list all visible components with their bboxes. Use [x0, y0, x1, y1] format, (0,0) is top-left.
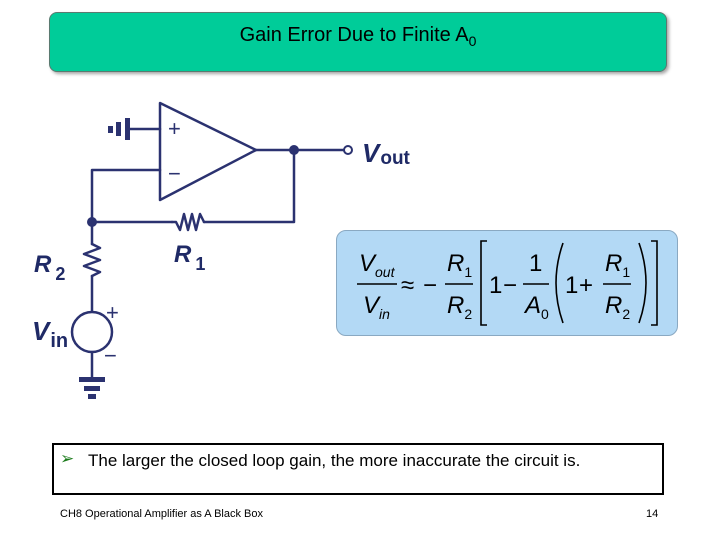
eq-r1-inner-numerator: R1 [605, 250, 630, 280]
vout-label: Vout [362, 138, 411, 169]
eq-minus-sign: − [503, 272, 517, 299]
bullet-arrow-icon: ➢ [60, 449, 75, 469]
eq-right-paren [638, 242, 647, 324]
note-box: ➢ The larger the closed loop gain, the m… [52, 443, 664, 495]
ground-symbol-bottom [79, 377, 105, 399]
r2-resistor [82, 242, 102, 278]
eq-one-over-numerator: 1 [529, 250, 542, 277]
eq-lhs-denominator: Vin [363, 292, 390, 322]
eq-left-paren [555, 242, 564, 324]
footer-chapter-label: CH8 Operational Amplifier as A Black Box [60, 508, 263, 520]
eq-left-bracket [480, 240, 487, 326]
eq-one-b: 1 [565, 272, 578, 299]
minus-input-wire [90, 168, 162, 224]
eq-r1-numerator: R1 [447, 250, 472, 280]
ground-symbol-plus [108, 118, 130, 140]
eq-right-bracket [651, 240, 658, 326]
bullet-text: The larger the closed loop gain, the mor… [88, 451, 581, 470]
opamp-minus-sign: − [168, 161, 181, 186]
vin-label: Vin [32, 316, 68, 352]
page-number: 14 [646, 508, 659, 520]
eq-r2-denominator: R2 [447, 292, 472, 322]
gain-error-equation: Vout Vin ≈ − R1 R2 1 − 1 A0 1 + R1 R2 [357, 240, 658, 326]
eq-a0-denominator: A0 [523, 292, 549, 322]
eq-r2-inner-denominator: R2 [605, 292, 630, 322]
opamp-symbol [158, 101, 258, 202]
output-terminal [343, 145, 353, 155]
output-node-dot [289, 145, 299, 155]
source-plus-sign: + [106, 300, 119, 325]
eq-lhs-numerator: Vout [359, 250, 396, 280]
r1-resistor [170, 212, 206, 232]
eq-plus-sign: + [579, 272, 593, 299]
slide-title: Gain Error Due to Finite A0 [239, 23, 477, 49]
title-bar: Gain Error Due to Finite A0 [49, 12, 667, 72]
equation-box: Vout Vin ≈ − R1 R2 1 − 1 A0 1 + R1 R2 [336, 230, 678, 336]
source-minus-sign: − [104, 343, 117, 368]
opamp-plus-sign: + [168, 116, 181, 141]
eq-negative-sign: − [423, 272, 437, 299]
feedback-wire [202, 148, 296, 224]
eq-one-a: 1 [489, 272, 502, 299]
eq-approx-sign: ≈ [401, 272, 414, 299]
feedback-node-dot [87, 217, 97, 227]
